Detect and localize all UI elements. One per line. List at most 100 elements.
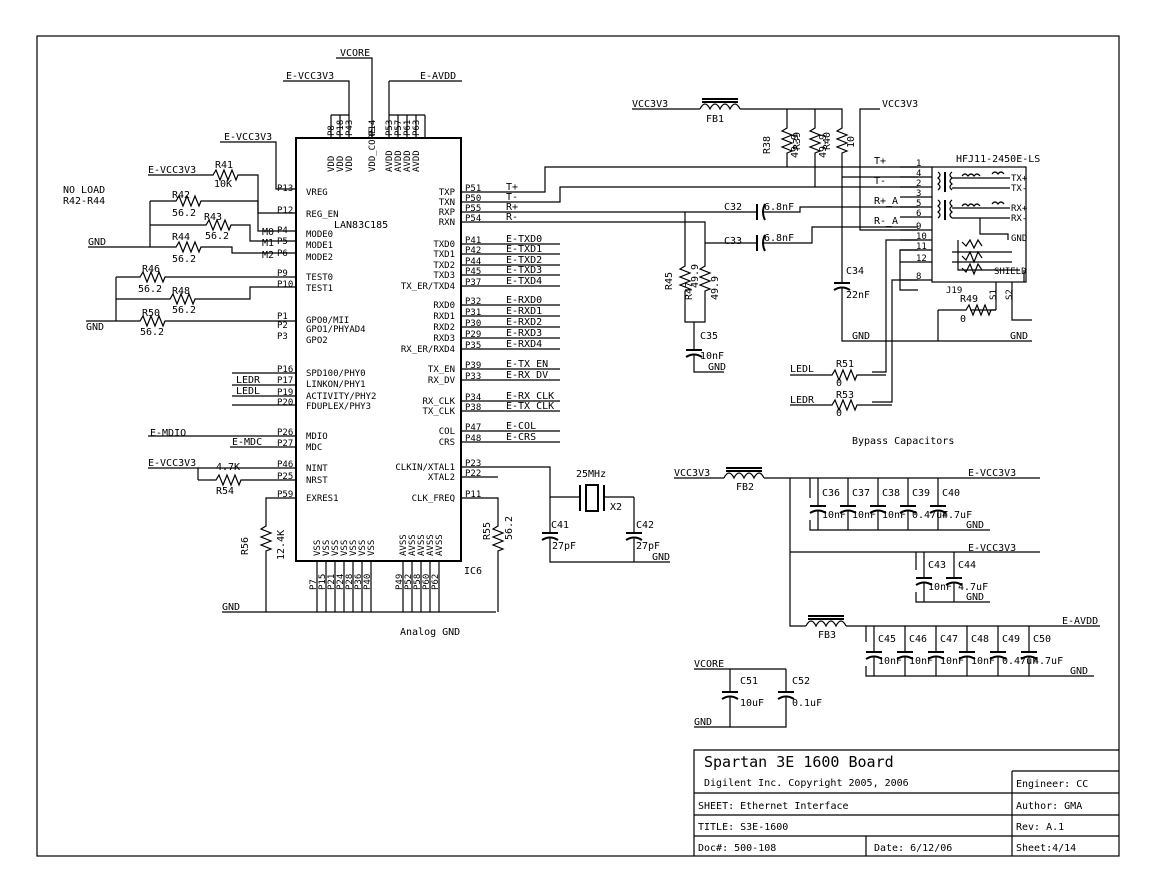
ic6-top-pin-num: P61 [403, 120, 413, 136]
ic6-left-pin-name: FDUPLEX/PHY3 [306, 402, 371, 412]
net-gnd-byp2: GND [966, 592, 984, 603]
net-rpa: R+_A [874, 196, 898, 207]
ic6-right-pin-num: P33 [465, 372, 481, 382]
jack-pin-num: 8 [916, 272, 921, 282]
net-vcc3v3-jack: VCC3V3 [882, 99, 918, 110]
r48-ref: R48 [172, 286, 190, 297]
tb-sheet-name: SHEET: Ethernet Interface [698, 801, 849, 812]
tb-rev: Rev: A.1 [1016, 822, 1064, 833]
c46-ref: C46 [909, 634, 927, 645]
signal-net-label: T+ [506, 182, 518, 193]
ic6-right-pin-name: TXD2 [433, 261, 455, 271]
ic6-top-pin-name: VDD [345, 156, 355, 172]
ic6-top-pin-name: VDD [327, 156, 337, 172]
ic6-left-pin-name: NRST [306, 476, 328, 486]
ic6-right-pin-name: TXD1 [433, 250, 455, 260]
signal-net-label: E-CRS [506, 432, 536, 443]
tb-title: TITLE: S3E-1600 [698, 822, 788, 833]
ic6-right-pin-num: P34 [465, 393, 481, 403]
c38-value: 10nF [882, 510, 906, 521]
ic6-top-pin-num: P43 [345, 120, 355, 136]
ic6-left-pin-num: P27 [277, 439, 293, 449]
signal-net-label: E-TXD4 [506, 276, 542, 287]
fb3-ref: FB3 [818, 630, 836, 641]
net-emdc: E-MDC [232, 437, 262, 448]
c37-ref: C37 [852, 488, 870, 499]
ic6-left-pin-num: P1 [277, 312, 288, 322]
net-evcc3v3-top: E-VCC3V3 [286, 71, 334, 82]
ic6-right-pin-num: P39 [465, 361, 481, 371]
c39-value: 0.47uF [912, 510, 948, 521]
signal-net-label: E-RXD3 [506, 328, 542, 339]
c33-value: 6.8nF [764, 233, 794, 244]
ic6-right-pin-name: TXN [439, 198, 455, 208]
ic6-left-pin-num: P59 [277, 490, 293, 500]
jack-j19 [931, 166, 1027, 283]
r40-value: 10 [846, 136, 857, 148]
net-gnd-xtal: GND [652, 552, 670, 563]
c42-ref: C42 [636, 520, 654, 531]
ic6-pins: P8VDDP18VDDP43VDDP14VDD_COREP53AVDDP57AV… [277, 120, 481, 590]
ic6-top-pin-name: AVDD [403, 150, 413, 172]
ic6-right-pin-num: P51 [465, 184, 481, 194]
signal-net-label: R- [506, 212, 518, 223]
ic6-right-pin-name: RX_DV [428, 376, 456, 386]
r50-value: 56.2 [140, 327, 164, 338]
c50-ref: C50 [1033, 634, 1051, 645]
ic6-right-pin-num: P29 [465, 330, 481, 340]
signal-net-label: T- [506, 192, 518, 203]
ic6-right-pin-name: CLK_FREQ [412, 494, 455, 504]
ic6-right-pin-name: TXD0 [433, 240, 455, 250]
c47-value: 10nF [940, 656, 964, 667]
ic6-bottom-pin-name: VSS [322, 540, 332, 556]
ic6-top-pin-name: VDD_CORE [368, 129, 378, 172]
ic6-right-pin-name: RXD3 [433, 334, 455, 344]
ic6-right-pin-num: P31 [465, 308, 481, 318]
ic6-right-pin-name: TXP [439, 188, 456, 198]
ic6-bottom-pin-num: P58 [413, 574, 423, 590]
jack-label-s2: S2 [1005, 289, 1015, 300]
crystal-ref: X2 [610, 502, 622, 513]
r47-value: 49.9 [710, 276, 721, 300]
ic6-left-pin-name: MODE0 [306, 230, 333, 240]
c49-value: 0.47uF [1002, 656, 1038, 667]
ic6-left-pin-name: REG_EN [306, 210, 339, 220]
c34-value: 22nF [846, 290, 870, 301]
ic6-bottom-pin-name: AVSS [435, 534, 445, 556]
ic6-left-pin-num: P19 [277, 388, 293, 398]
jack-label-rxn: RX- [1011, 214, 1027, 224]
ic6-right-pin-name: RXN [439, 218, 455, 228]
ic6-bottom-pin-name: VSS [313, 540, 323, 556]
r49-value: 0 [960, 314, 966, 325]
ic6-bottom-pin-num: P36 [354, 574, 364, 590]
r42-ref: R42 [172, 190, 190, 201]
r50-ref: R50 [142, 308, 160, 319]
net-ledl-left: LEDL [236, 386, 260, 397]
tb-date: Date: 6/12/06 [874, 843, 952, 854]
net-rna: R-_A [874, 216, 898, 227]
c46-value: 10nF [909, 656, 933, 667]
ic6-bottom-pin-num: P52 [404, 574, 414, 590]
label-analog-gnd: Analog GND [400, 627, 460, 638]
ic6-bottom-pin-num: P60 [422, 574, 432, 590]
ic6-left-pin-num: P10 [277, 280, 293, 290]
net-m1: M1 [262, 238, 274, 249]
ic6-left-pin-name: GPO2 [306, 336, 328, 346]
r45-value: 49.9 [690, 264, 701, 288]
r55-ref: R55 [482, 522, 493, 540]
ic6-bottom-pin-num: P24 [336, 574, 346, 590]
ic6-top-pin-num: P63 [412, 120, 422, 136]
net-evcc3v3-regen: E-VCC3V3 [224, 132, 272, 143]
net-gnd-jack2: GND [1010, 331, 1028, 342]
net-vcc3v3-fb1: VCC3V3 [632, 99, 668, 110]
ic6-right-pin-name: TX_CLK [422, 407, 455, 417]
net-m2: M2 [262, 250, 274, 261]
ic6-left-pin-name: GPO1/PHYAD4 [306, 325, 366, 335]
c48-value: 10nF [971, 656, 995, 667]
right-signal-labels: T+T-R+R-E-TXD0E-TXD1E-TXD2E-TXD3E-TXD4E-… [461, 182, 560, 443]
ic6-bottom-pin-num: P28 [345, 574, 355, 590]
ic6-left-pin-name: LINKON/PHY1 [306, 380, 366, 390]
label-bypass: Bypass Capacitors [852, 436, 954, 447]
jack-label-txn: TX- [1011, 184, 1027, 194]
jack-pin-num: 4 [916, 169, 921, 179]
